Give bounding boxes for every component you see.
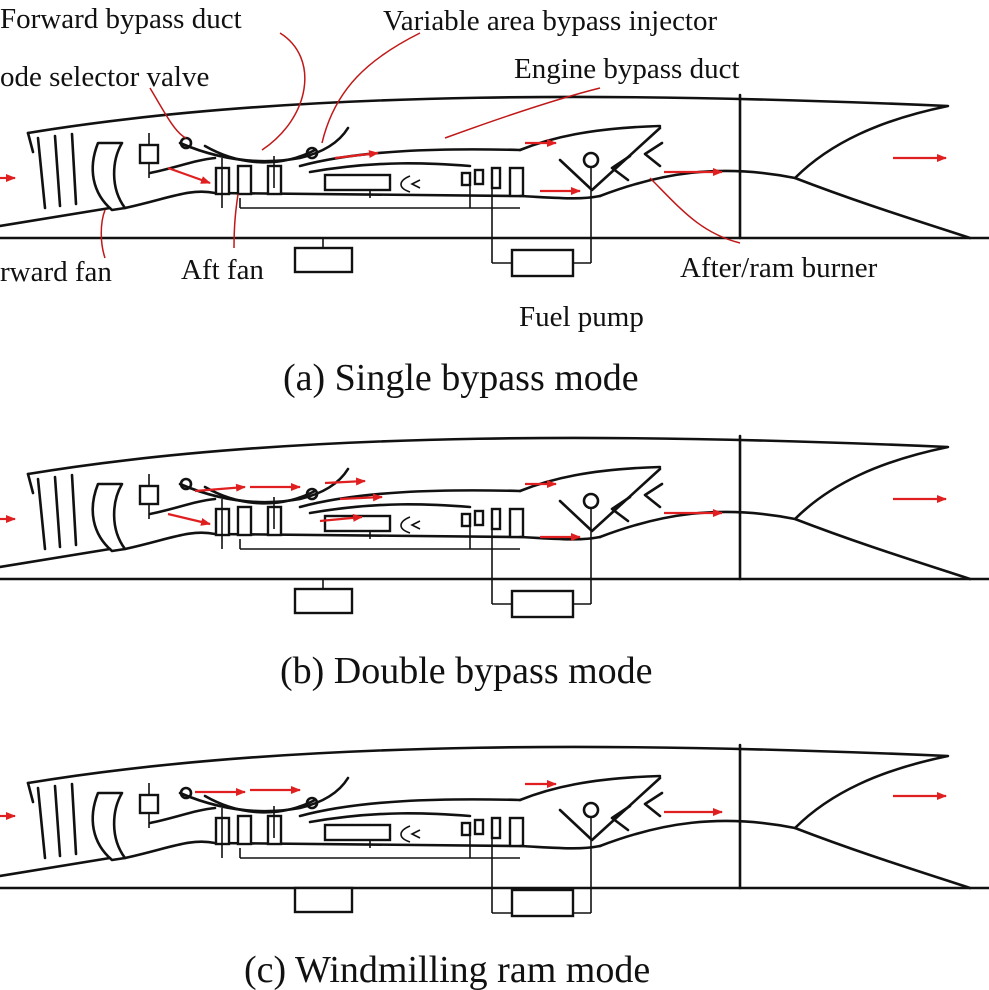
- engine-panel-b: [0, 434, 989, 619]
- caption-panel-c: (c) Windmilling ram mode: [244, 949, 650, 990]
- fuel-pump-box: [510, 888, 575, 918]
- gearbox-box: [293, 246, 354, 274]
- label-engine-bypass-duct: Engine bypass duct: [514, 53, 740, 85]
- label-after-ram-burner: After/ram burner: [680, 252, 878, 284]
- fuel-pump-box: [510, 589, 575, 619]
- fuel-pump-box: [510, 248, 575, 278]
- engine-panel-a: [0, 32, 989, 278]
- caption-panel-a: (a) Single bypass mode: [283, 357, 639, 399]
- label-aft-fan: Aft fan: [181, 254, 264, 286]
- label-mode-selector-valve: ode selector valve: [0, 61, 209, 93]
- engine-panel-c: [0, 743, 989, 918]
- label-forward-fan: rward fan: [0, 256, 112, 288]
- gearbox-box: [293, 886, 354, 914]
- label-forward-bypass-duct: Forward bypass duct: [0, 3, 242, 35]
- label-fuel-pump: Fuel pump: [519, 301, 644, 333]
- label-variable-area-bypass-injector: Variable area bypass injector: [383, 5, 717, 37]
- caption-panel-b: (b) Double bypass mode: [280, 650, 653, 692]
- gearbox-box: [293, 587, 354, 615]
